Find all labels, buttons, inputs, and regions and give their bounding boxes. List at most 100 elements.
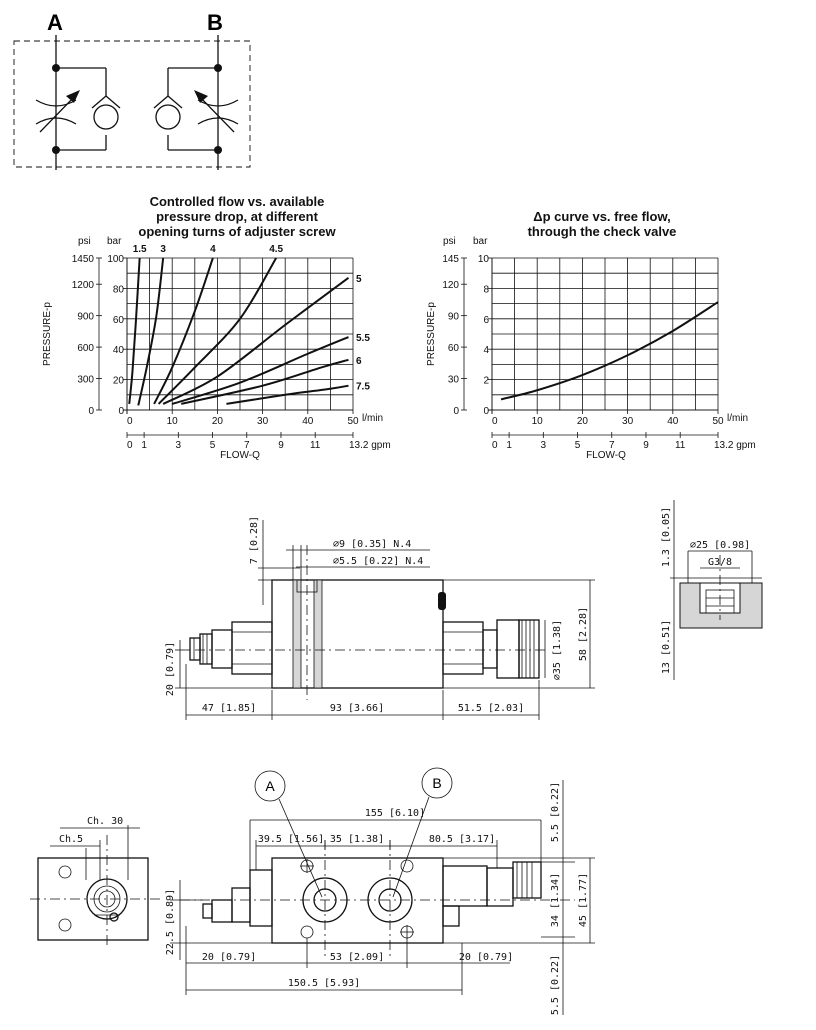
gpm-tick-label: 11 (675, 440, 686, 451)
x-tick-label: 0 (127, 416, 133, 427)
chart-controlled-flow: Controlled flow vs. available pressure d… (42, 194, 391, 461)
x-tick-label: 10 (532, 416, 544, 427)
chart1-title-line1: Controlled flow vs. available (150, 194, 325, 209)
gpm-tick-label: 13.2 gpm (349, 440, 391, 451)
y-tick-label: 10 (478, 254, 490, 265)
y-tick-label: 60 (113, 315, 125, 326)
psi-tick-label: 900 (77, 312, 94, 323)
y-tick-label: 100 (107, 254, 124, 265)
chart2-x-unit: l/min (727, 413, 748, 424)
dim-155: 155 [6.10] (365, 808, 425, 819)
chart2-xlabel: FLOW-Q (586, 450, 626, 461)
gpm-tick-label: 0 (127, 440, 133, 451)
series-label: 3 (160, 244, 166, 255)
psi-tick-label: 145 (442, 254, 459, 265)
port-detail-drawing: 1.3 [0.05] 13 [0.51] ⌀25 [0.98] G3/8 (661, 500, 763, 680)
series-label: 7.5 (356, 382, 370, 393)
chart1-xlabel: FLOW-Q (220, 450, 260, 461)
psi-tick-label: 30 (448, 375, 460, 386)
gpm-tick-label: 7 (244, 440, 250, 451)
dim-1-3: 1.3 [0.05] (661, 507, 672, 567)
x-tick-label: 30 (622, 416, 634, 427)
dim-5-5-top: 5.5 [0.22] (550, 782, 561, 842)
top-view-drawing: A B 155 [6.10] 39.5 [1.56] 35 [1.38] 80.… (165, 767, 595, 1015)
gpm-tick-label: 3 (176, 440, 182, 451)
gpm-tick-label: 5 (210, 440, 216, 451)
psi-tick-label: 600 (77, 343, 94, 354)
y-tick-label: 2 (483, 376, 489, 387)
x-tick-label: 0 (492, 416, 498, 427)
series-line-0 (500, 301, 719, 401)
gpm-tick-label: 1 (141, 440, 147, 451)
x-tick-label: 40 (667, 416, 679, 427)
gpm-tick-label: 9 (278, 440, 284, 451)
dim-58: 58 [2.28] (578, 607, 589, 661)
chart2-psi-unit: psi (443, 236, 456, 247)
gpm-tick-label: 3 (541, 440, 547, 451)
chart1-psi-unit: psi (78, 236, 91, 247)
dim-39-5: 39.5 [1.56] (258, 834, 324, 845)
psi-tick-label: 1200 (72, 280, 95, 291)
balloon-b: B (432, 775, 441, 791)
psi-tick-label: 60 (448, 343, 460, 354)
gpm-tick-label: 9 (643, 440, 649, 451)
series-line-1.5 (128, 257, 141, 405)
y-tick-label: 8 (483, 284, 489, 295)
dim-25-dia: ⌀25 [0.98] (690, 540, 750, 551)
dim-35-dia: ⌀35 [1.38] (552, 620, 563, 680)
dim-ch-5: Ch.5 (59, 834, 83, 845)
thread-g38: G3/8 (708, 557, 732, 568)
y-tick-label: 4 (483, 345, 489, 356)
y-tick-label: 0 (483, 406, 489, 417)
chart2-title-line1: Δp curve vs. free flow, (533, 209, 670, 224)
chart1-ylabel: PRESSURE-p (42, 302, 53, 366)
dim-35-top: 35 [1.38] (330, 834, 384, 845)
gpm-tick-label: 5 (575, 440, 581, 451)
series-label: 6 (356, 356, 362, 367)
dim-53: 53 [2.09] (330, 952, 384, 963)
x-tick-label: 50 (712, 416, 724, 427)
psi-tick-label: 1450 (72, 254, 95, 265)
port-b-label: B (207, 10, 223, 35)
chart2-ylabel: PRESSURE-p (426, 302, 437, 366)
series-line-3 (137, 257, 165, 406)
psi-tick-label: 120 (442, 280, 459, 291)
dim-13: 13 [0.51] (661, 620, 672, 674)
chart1-title-line3: opening turns of adjuster screw (138, 224, 336, 239)
series-line-6 (181, 358, 349, 405)
x-tick-label: 10 (167, 416, 179, 427)
chart2-bar-unit: bar (473, 236, 488, 247)
gpm-tick-label: 0 (492, 440, 498, 451)
chart1-bar-unit: bar (107, 236, 122, 247)
series-line-4.5 (157, 257, 278, 405)
y-tick-label: 80 (113, 284, 125, 295)
chart1-x-unit: l/min (362, 413, 383, 424)
dim-45: 45 [1.77] (578, 873, 589, 927)
dim-47: 47 [1.85] (202, 703, 256, 714)
balloon-a: A (265, 778, 275, 794)
y-tick-label: 6 (483, 315, 489, 326)
x-tick-label: 30 (257, 416, 269, 427)
gpm-tick-label: 11 (310, 440, 321, 451)
x-tick-label: 20 (577, 416, 589, 427)
gpm-tick-label: 7 (609, 440, 615, 451)
x-tick-label: 40 (302, 416, 314, 427)
series-label: 5.5 (356, 333, 370, 344)
psi-tick-label: 0 (453, 406, 459, 417)
dim-20-side: 20 [0.79] (165, 642, 176, 696)
dim-34: 34 [1.34] (550, 873, 561, 927)
port-a-label: A (47, 10, 63, 35)
series-line-5.5 (171, 336, 349, 405)
series-label: 1.5 (133, 244, 147, 255)
y-tick-label: 40 (113, 345, 125, 356)
dim-20-left: 20 [0.79] (202, 952, 256, 963)
gpm-tick-label: 1 (506, 440, 512, 451)
psi-tick-label: 300 (77, 375, 94, 386)
dim-150-5: 150.5 [5.93] (288, 978, 360, 989)
psi-tick-label: 90 (448, 312, 460, 323)
chart2-title-line2: through the check valve (528, 224, 677, 239)
series-label: 5 (356, 274, 362, 285)
y-tick-label: 0 (118, 406, 124, 417)
dim-51-5: 51.5 [2.03] (458, 703, 524, 714)
